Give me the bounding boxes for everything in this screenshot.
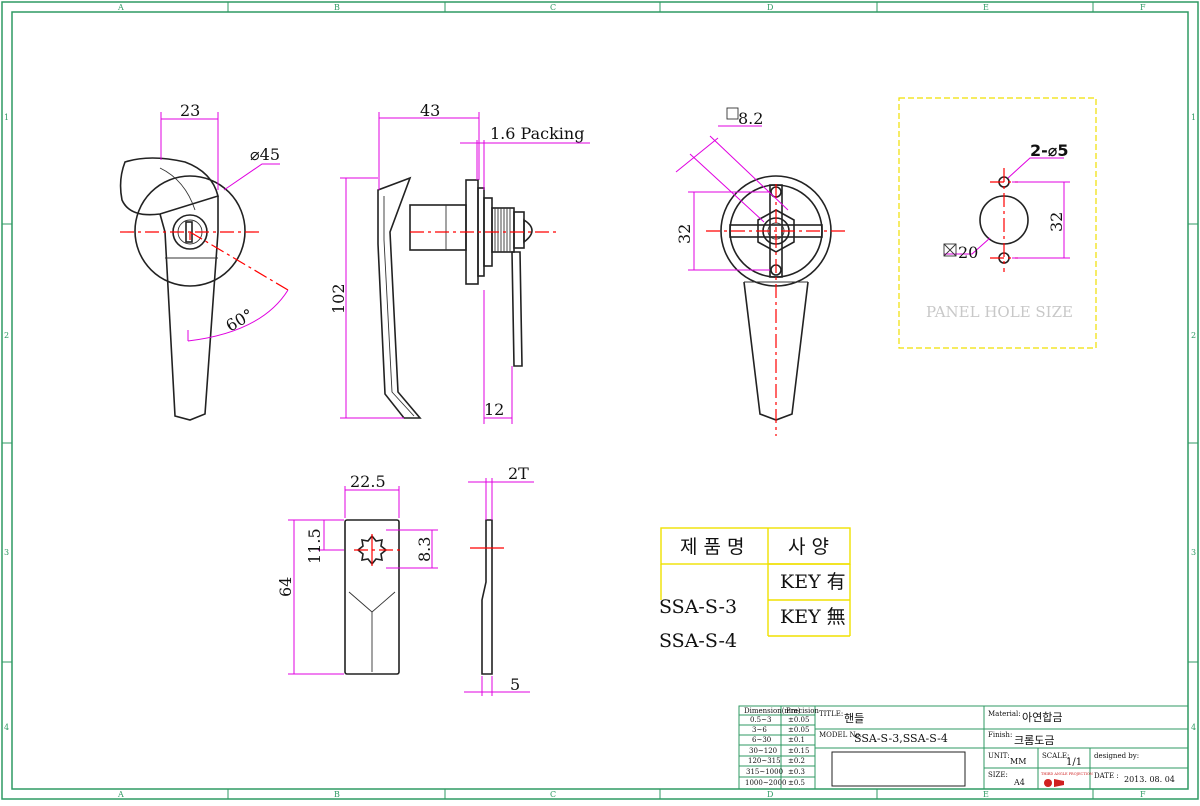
cam-side-view [464, 478, 534, 696]
finish-value: 크롬도금 [1014, 734, 1054, 747]
frame-labels: A B C D E F A B C D E F 1 2 3 4 1 2 3 4 [4, 3, 1196, 799]
title-label: TITLE: [819, 710, 843, 718]
tol-value: ±0.05 [788, 726, 809, 734]
col-label-bottom: C [550, 790, 556, 799]
tol-range: 3~6 [752, 726, 767, 734]
spec-model-1: SSA-S-3 [659, 596, 737, 618]
spec-header-spec: 사 양 [788, 536, 829, 558]
material-label: Material: [988, 710, 1021, 718]
size-label: SIZE: [988, 771, 1008, 779]
row-label-left: 4 [4, 723, 9, 732]
title-block [738, 705, 1189, 790]
tol-value: ±0.3 [788, 768, 805, 776]
dim-front-angle: 60° [223, 305, 257, 336]
side-view [340, 112, 590, 424]
spec-model-2: SSA-S-4 [659, 630, 737, 652]
tol-value: ±0.2 [788, 757, 805, 765]
designed-label: designed by: [1094, 752, 1139, 760]
unit-label: UNIT: [988, 752, 1010, 760]
dim-side-height: 102 [329, 283, 348, 314]
spec-header-name: 제 품 명 [680, 536, 745, 558]
dim-rear-square: 8.2 [738, 109, 763, 128]
front-view [119, 112, 289, 421]
projection-label: THIRD ANGLE PROJECTION [1041, 772, 1093, 776]
dim-cam-thickness: 2T [508, 464, 529, 483]
unit-value: MM [1010, 757, 1026, 766]
tol-header-dim: Dimension(mm) [744, 707, 801, 715]
row-label-left: 2 [4, 331, 9, 340]
model-value: SSA-S-3,SSA-S-4 [854, 732, 948, 745]
col-label-bottom: F [1140, 790, 1146, 799]
panel-hole-view [898, 97, 1097, 349]
col-label-top: D [767, 3, 773, 12]
dim-front-diameter: ⌀45 [250, 145, 280, 164]
dim-side-width: 43 [420, 101, 440, 120]
row-label-right: 4 [1191, 723, 1196, 732]
dim-cam-edge: 5 [510, 675, 520, 694]
title-block-text: Dimension(mm) Precision 0.5~3 ±0.05 3~6 … [744, 707, 1175, 787]
spec-table [660, 527, 851, 637]
finish-label: Finish: [988, 731, 1012, 739]
tol-value: ±0.1 [788, 736, 805, 744]
col-label-top: F [1140, 3, 1146, 12]
dim-cam-length: 64 [276, 577, 295, 597]
tol-range: 0.5~3 [750, 716, 771, 724]
row-label-left: 1 [4, 113, 9, 122]
dim-panel-pitch: 32 [1047, 212, 1066, 232]
dim-cam-square: 8.3 [415, 537, 434, 562]
tol-value: ±0.05 [788, 716, 809, 724]
col-label-top: B [334, 3, 340, 12]
tol-range: 120~315 [748, 757, 781, 765]
dim-rear-pitch: 32 [675, 224, 694, 244]
col-label-top: E [983, 3, 989, 12]
tol-range: 315~1000 [746, 768, 783, 776]
scale-value: 1/1 [1066, 757, 1082, 768]
row-label-right: 3 [1191, 548, 1196, 557]
date-label: DATE : [1094, 772, 1119, 780]
col-label-top: A [117, 3, 124, 12]
spec-value-2: KEY 無 [780, 606, 846, 628]
col-label-top: C [550, 3, 556, 12]
dim-panel-square: 20 [958, 243, 978, 262]
panel-hole-label: PANEL HOLE SIZE [926, 303, 1073, 321]
row-label-right: 2 [1191, 331, 1196, 340]
col-label-bottom: B [334, 790, 340, 799]
dim-packing: 1.6 Packing [490, 124, 584, 143]
tol-range: 30~120 [749, 747, 777, 755]
row-label-left: 3 [4, 548, 9, 557]
dim-side-depth: 12 [484, 400, 504, 419]
tol-value: ±0.5 [788, 779, 805, 787]
col-label-bottom: A [117, 790, 124, 799]
model-label: MODEL No. [819, 731, 862, 739]
cam-plate-view [288, 486, 438, 675]
dim-panel-holes: 2-⌀5 [1030, 141, 1069, 160]
size-value: A4 [1013, 778, 1025, 787]
dim-front-width: 23 [180, 101, 200, 120]
tol-range: 1000~2000 [745, 779, 787, 787]
title-value: 핸들 [844, 712, 864, 725]
date-value: 2013. 08. 04 [1124, 775, 1175, 784]
tol-range: 6~30 [752, 736, 771, 744]
dim-cam-offset: 11.5 [305, 528, 324, 564]
spec-value-1: KEY 有 [780, 571, 846, 593]
col-label-bottom: D [767, 790, 773, 799]
rear-view [675, 107, 846, 436]
col-label-bottom: E [983, 790, 989, 799]
tol-header-prec: Precision [786, 707, 819, 715]
row-label-right: 1 [1191, 113, 1196, 122]
dim-cam-width: 22.5 [350, 472, 386, 491]
scale-label: SCALE: [1042, 752, 1069, 760]
material-value: 아연합금 [1022, 711, 1062, 724]
tol-value: ±0.15 [788, 747, 809, 755]
